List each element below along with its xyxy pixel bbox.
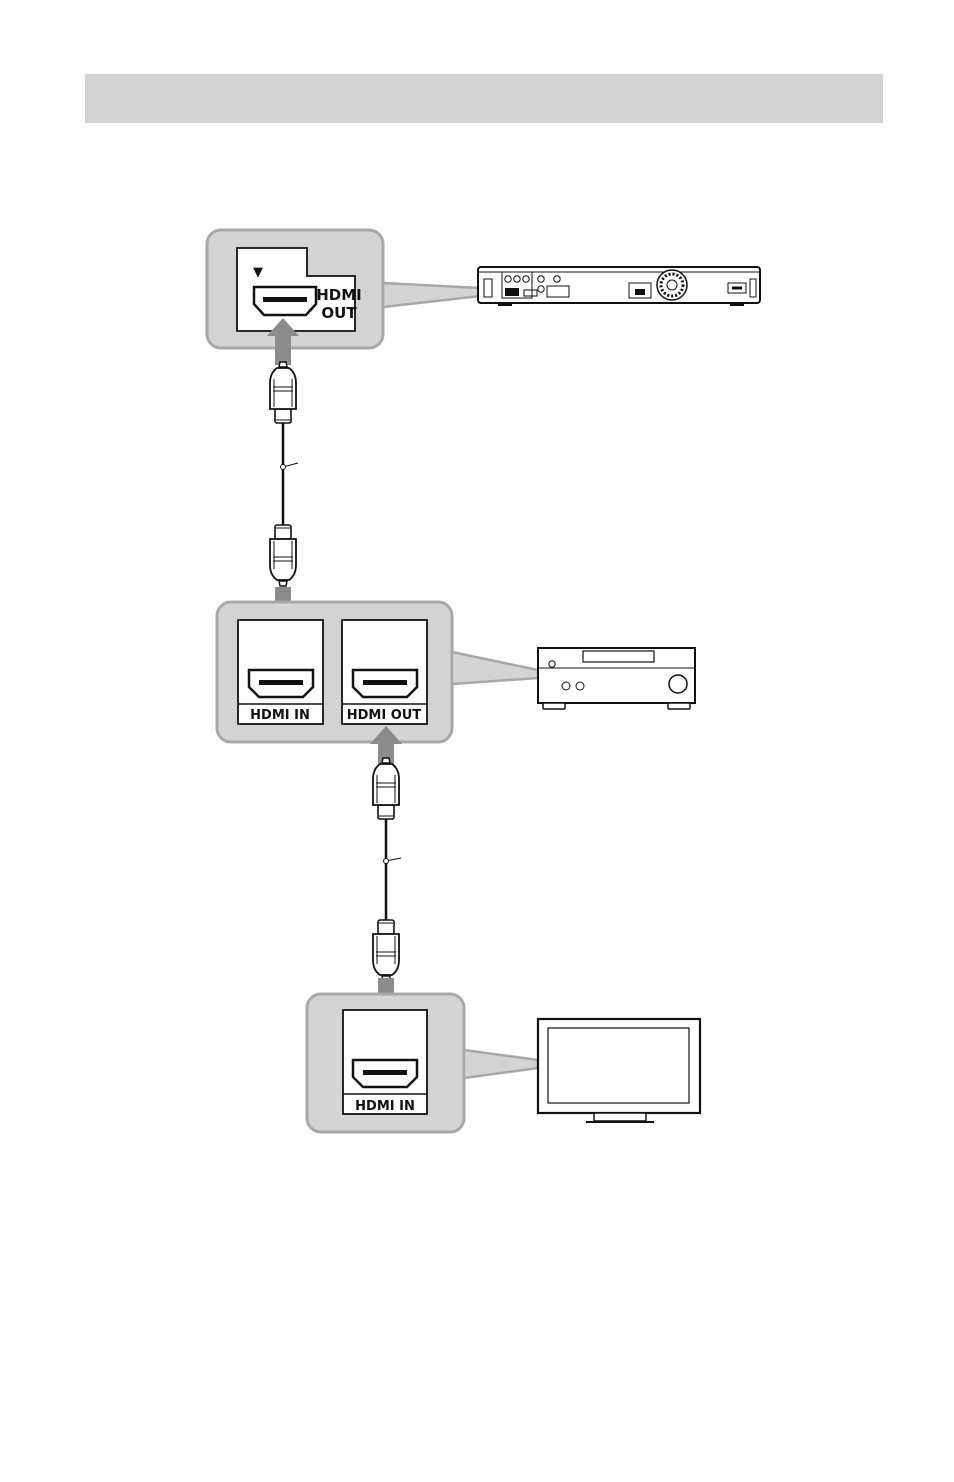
tv-icon bbox=[538, 1019, 700, 1122]
receiver-hdmi-out-port[interactable] bbox=[353, 670, 417, 697]
down-triangle-marker: ▼ bbox=[253, 265, 263, 280]
hdmi-plug-top-2 bbox=[373, 758, 399, 819]
tv-hdmi-in-port[interactable] bbox=[353, 1060, 417, 1087]
hdmi-plug-bottom-2 bbox=[373, 920, 399, 981]
tv-hdmi-panel: HDMI IN bbox=[307, 994, 538, 1132]
hdmi-plug-top-1 bbox=[270, 362, 296, 423]
av-receiver-icon bbox=[538, 648, 695, 709]
player-hdmi-out-panel: ▼ HDMI OUT bbox=[207, 230, 480, 348]
receiver-hdmi-panel: HDMI IN HDMI OUT bbox=[217, 602, 538, 742]
receiver-hdmi-in-label: HDMI IN bbox=[250, 708, 310, 723]
blu-ray-player-icon bbox=[478, 267, 760, 306]
hdmi-plug-bottom-1 bbox=[270, 525, 296, 586]
tv-hdmi-in-label: HDMI IN bbox=[355, 1099, 415, 1114]
hdmi-cable-2 bbox=[373, 758, 401, 981]
receiver-hdmi-in-port[interactable] bbox=[249, 670, 313, 697]
receiver-hdmi-out-label: HDMI OUT bbox=[347, 708, 422, 723]
hdmi-out-label-line1: HDMI bbox=[316, 286, 362, 304]
hdmi-out-label-line2: OUT bbox=[321, 304, 357, 322]
hdmi-cable-1 bbox=[270, 362, 298, 586]
player-hdmi-port[interactable] bbox=[254, 287, 316, 315]
